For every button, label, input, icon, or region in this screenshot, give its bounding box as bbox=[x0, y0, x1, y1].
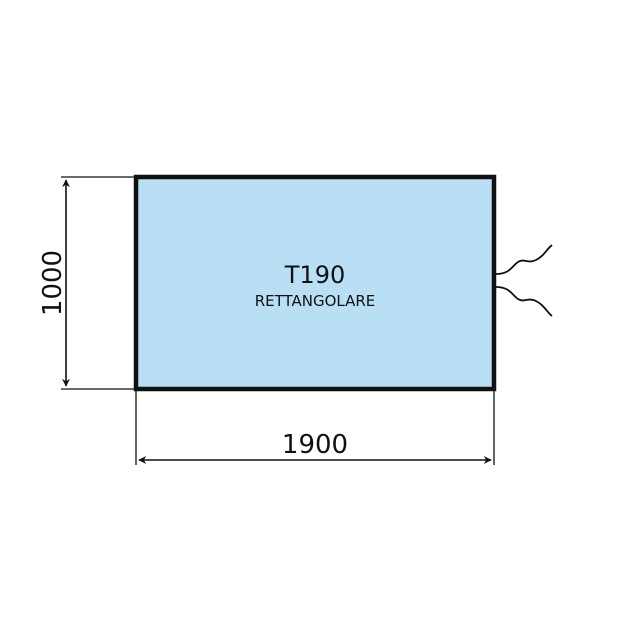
height-value: 1000 bbox=[38, 250, 68, 316]
model-label: T190 bbox=[284, 261, 345, 289]
cable-wires-icon bbox=[495, 244, 553, 317]
width-value: 1900 bbox=[282, 430, 348, 460]
rectangle-shape bbox=[133, 174, 497, 392]
shape-type-label: RETTANGOLARE bbox=[255, 292, 376, 310]
